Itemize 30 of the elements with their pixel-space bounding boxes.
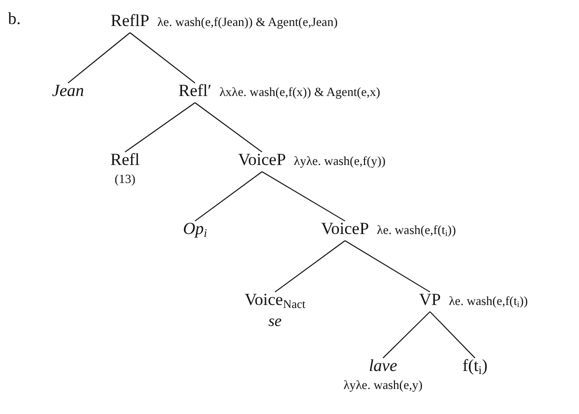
- tree-node-label: VoiceP: [321, 220, 369, 239]
- example-label: b.: [8, 10, 21, 29]
- tree-node-label: Jean: [52, 82, 84, 101]
- tree-branch: [274, 240, 346, 292]
- tree-branch: [344, 240, 430, 292]
- tree-node-label: VP: [419, 291, 441, 310]
- semantic-formula: λe. wash(e,f(Jean)) & Agent(e,Jean): [157, 14, 338, 30]
- semantic-formula: λe. wash(e,f(t$_{i}$)): [376, 222, 456, 238]
- tree-node-label: VoiceP: [238, 151, 286, 170]
- tree-branch: [382, 311, 430, 358]
- tree-node-label: ReflP: [110, 12, 150, 31]
- tree-branch: [130, 32, 196, 84]
- tree-branch: [430, 311, 476, 358]
- morpheme-label: se: [268, 312, 282, 331]
- tree-node-label: Refl: [110, 151, 140, 170]
- semantic-formula: λyλe. wash(e,f(y)): [294, 154, 386, 169]
- tree-branch: [68, 32, 130, 84]
- semantic-formula: λxλe. wash(e,f(x)) & Agent(e,x): [220, 84, 380, 100]
- tree-node-label: Voice$_{Nact}$: [244, 291, 306, 310]
- tree-node-label: Refl′: [178, 82, 212, 101]
- tree-node-label: Op$_{i}$: [182, 220, 208, 239]
- tree-branch: [262, 171, 346, 222]
- tree-node-label: lave: [368, 357, 398, 376]
- semantic-formula: λyλe. wash(e,y): [343, 378, 423, 393]
- tree-branch: [194, 102, 262, 152]
- semantic-formula: λe. wash(e,f(t$_{i}$)): [448, 294, 528, 309]
- tree-node-label: f(t$_{i}$): [462, 357, 488, 376]
- reference-number: (13): [114, 172, 136, 187]
- tree-branch: [124, 102, 196, 152]
- tree-branch: [194, 171, 262, 222]
